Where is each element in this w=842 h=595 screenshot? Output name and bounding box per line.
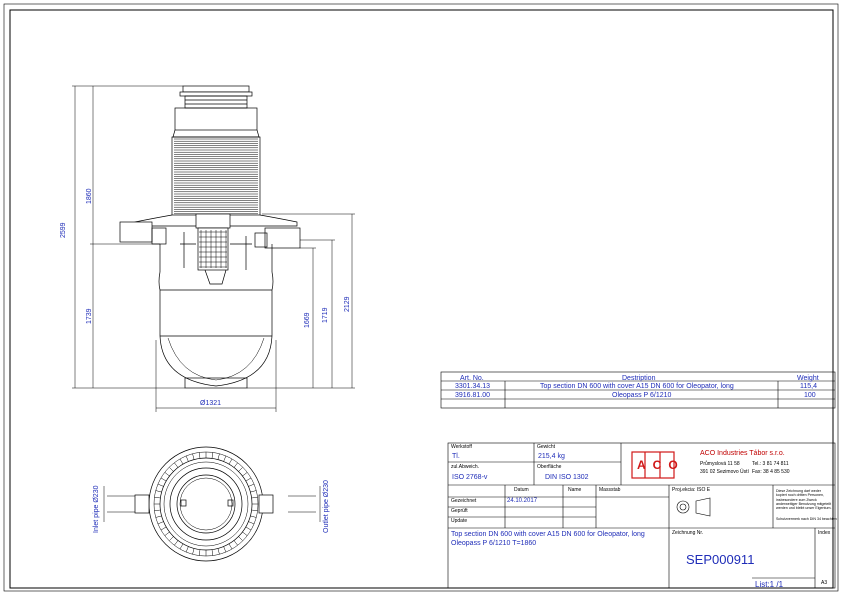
inlet-pipe-label: Inlet pipe Ø230	[93, 485, 100, 533]
top-view-dimensions	[103, 486, 321, 522]
datum-label: Datum	[514, 487, 529, 493]
parts-header-art: Art. No.	[460, 375, 484, 382]
copyright-notice: Diese Zeichnung darf weder kopiert noch …	[776, 489, 832, 511]
dim-1860: 1860	[86, 188, 93, 204]
werkstoff-value: Tl.	[452, 453, 460, 460]
parts-header-desc: Destription	[622, 375, 656, 382]
parts-row1-art: 3301.34.13	[455, 383, 491, 390]
gewicht-label: Gewicht	[537, 444, 556, 450]
inner-border	[9, 9, 834, 589]
zeichnung-label: Zeichnung Nr.	[672, 530, 704, 536]
zul-value: ISO 2768-v	[452, 474, 488, 481]
dim-1739: 1739	[86, 308, 93, 324]
projection-label: Proj.ekcia: ISO E	[672, 487, 711, 493]
paper-format: A3	[821, 580, 828, 586]
parts-row2-weight: 100	[804, 392, 816, 399]
company-fax: Fax: 38 4 85 530	[752, 469, 790, 475]
aco-logo-frame	[631, 451, 675, 479]
dim-diameter-1321: Ø1321	[200, 400, 222, 407]
top-view	[134, 446, 274, 562]
parts-table-lines	[440, 371, 836, 409]
name-label: Name	[568, 487, 582, 493]
company-tel: Tel.: 3 81 74 811	[752, 461, 789, 467]
zul-label: zul.Abweich.	[451, 464, 480, 470]
company-name: ACO Industries Tábor s.r.o.	[700, 450, 785, 457]
gezeichnet-label: Gezeichnet	[451, 498, 477, 504]
title-block-lines	[447, 442, 836, 589]
drawing-description-2: Oleopass P 6/1210 T=1860	[451, 540, 537, 547]
oberflaeche-value: DIN ISO 1302	[545, 474, 589, 481]
massstab-label: Massstab	[599, 487, 621, 493]
drawing-number: SEP000911	[686, 552, 755, 567]
aco-logo: ACO	[637, 458, 685, 472]
format-note: Schutzvermerk nach DIN 34 beachten	[776, 517, 837, 521]
gezeichnet-date: 24.10.2017	[507, 498, 538, 504]
parts-row1-weight: 115,4	[800, 383, 817, 390]
dim-1719: 1719	[322, 307, 329, 323]
outer-border	[3, 3, 839, 592]
drawing-description: Top section DN 600 with cover A15 DN 600…	[451, 531, 645, 538]
side-view	[119, 85, 301, 389]
parts-row2-art: 3916.81.00	[455, 392, 491, 399]
parts-row1-desc: Top section DN 600 with cover A15 DN 600…	[540, 383, 734, 390]
parts-row2-desc: Oleopass P 6/1210	[612, 392, 672, 399]
dim-2599: 2599	[60, 222, 67, 238]
werkstoff-label: Werkstoff	[451, 444, 472, 450]
sheet-number: List:1 /1	[755, 580, 784, 589]
gewicht-value: 215,4 kg	[538, 453, 565, 460]
side-view-dimensions	[72, 85, 355, 412]
company-address1: Průmyslová 11 58	[700, 461, 740, 467]
dim-1669: 1669	[304, 312, 311, 328]
update-label: Update	[451, 518, 468, 524]
company-address2: 391 02 Sezimovo Ústí	[700, 469, 749, 475]
projection-symbol	[676, 497, 711, 517]
index-label: Index	[818, 530, 831, 536]
parts-header-weight: Weight	[797, 375, 819, 382]
geprueft-label: Geprüft	[451, 508, 468, 514]
oberflaeche-label: Oberfläche	[537, 464, 562, 470]
outlet-pipe-label: Outlet pipe Ø230	[323, 480, 330, 533]
dim-2129: 2129	[344, 296, 351, 312]
